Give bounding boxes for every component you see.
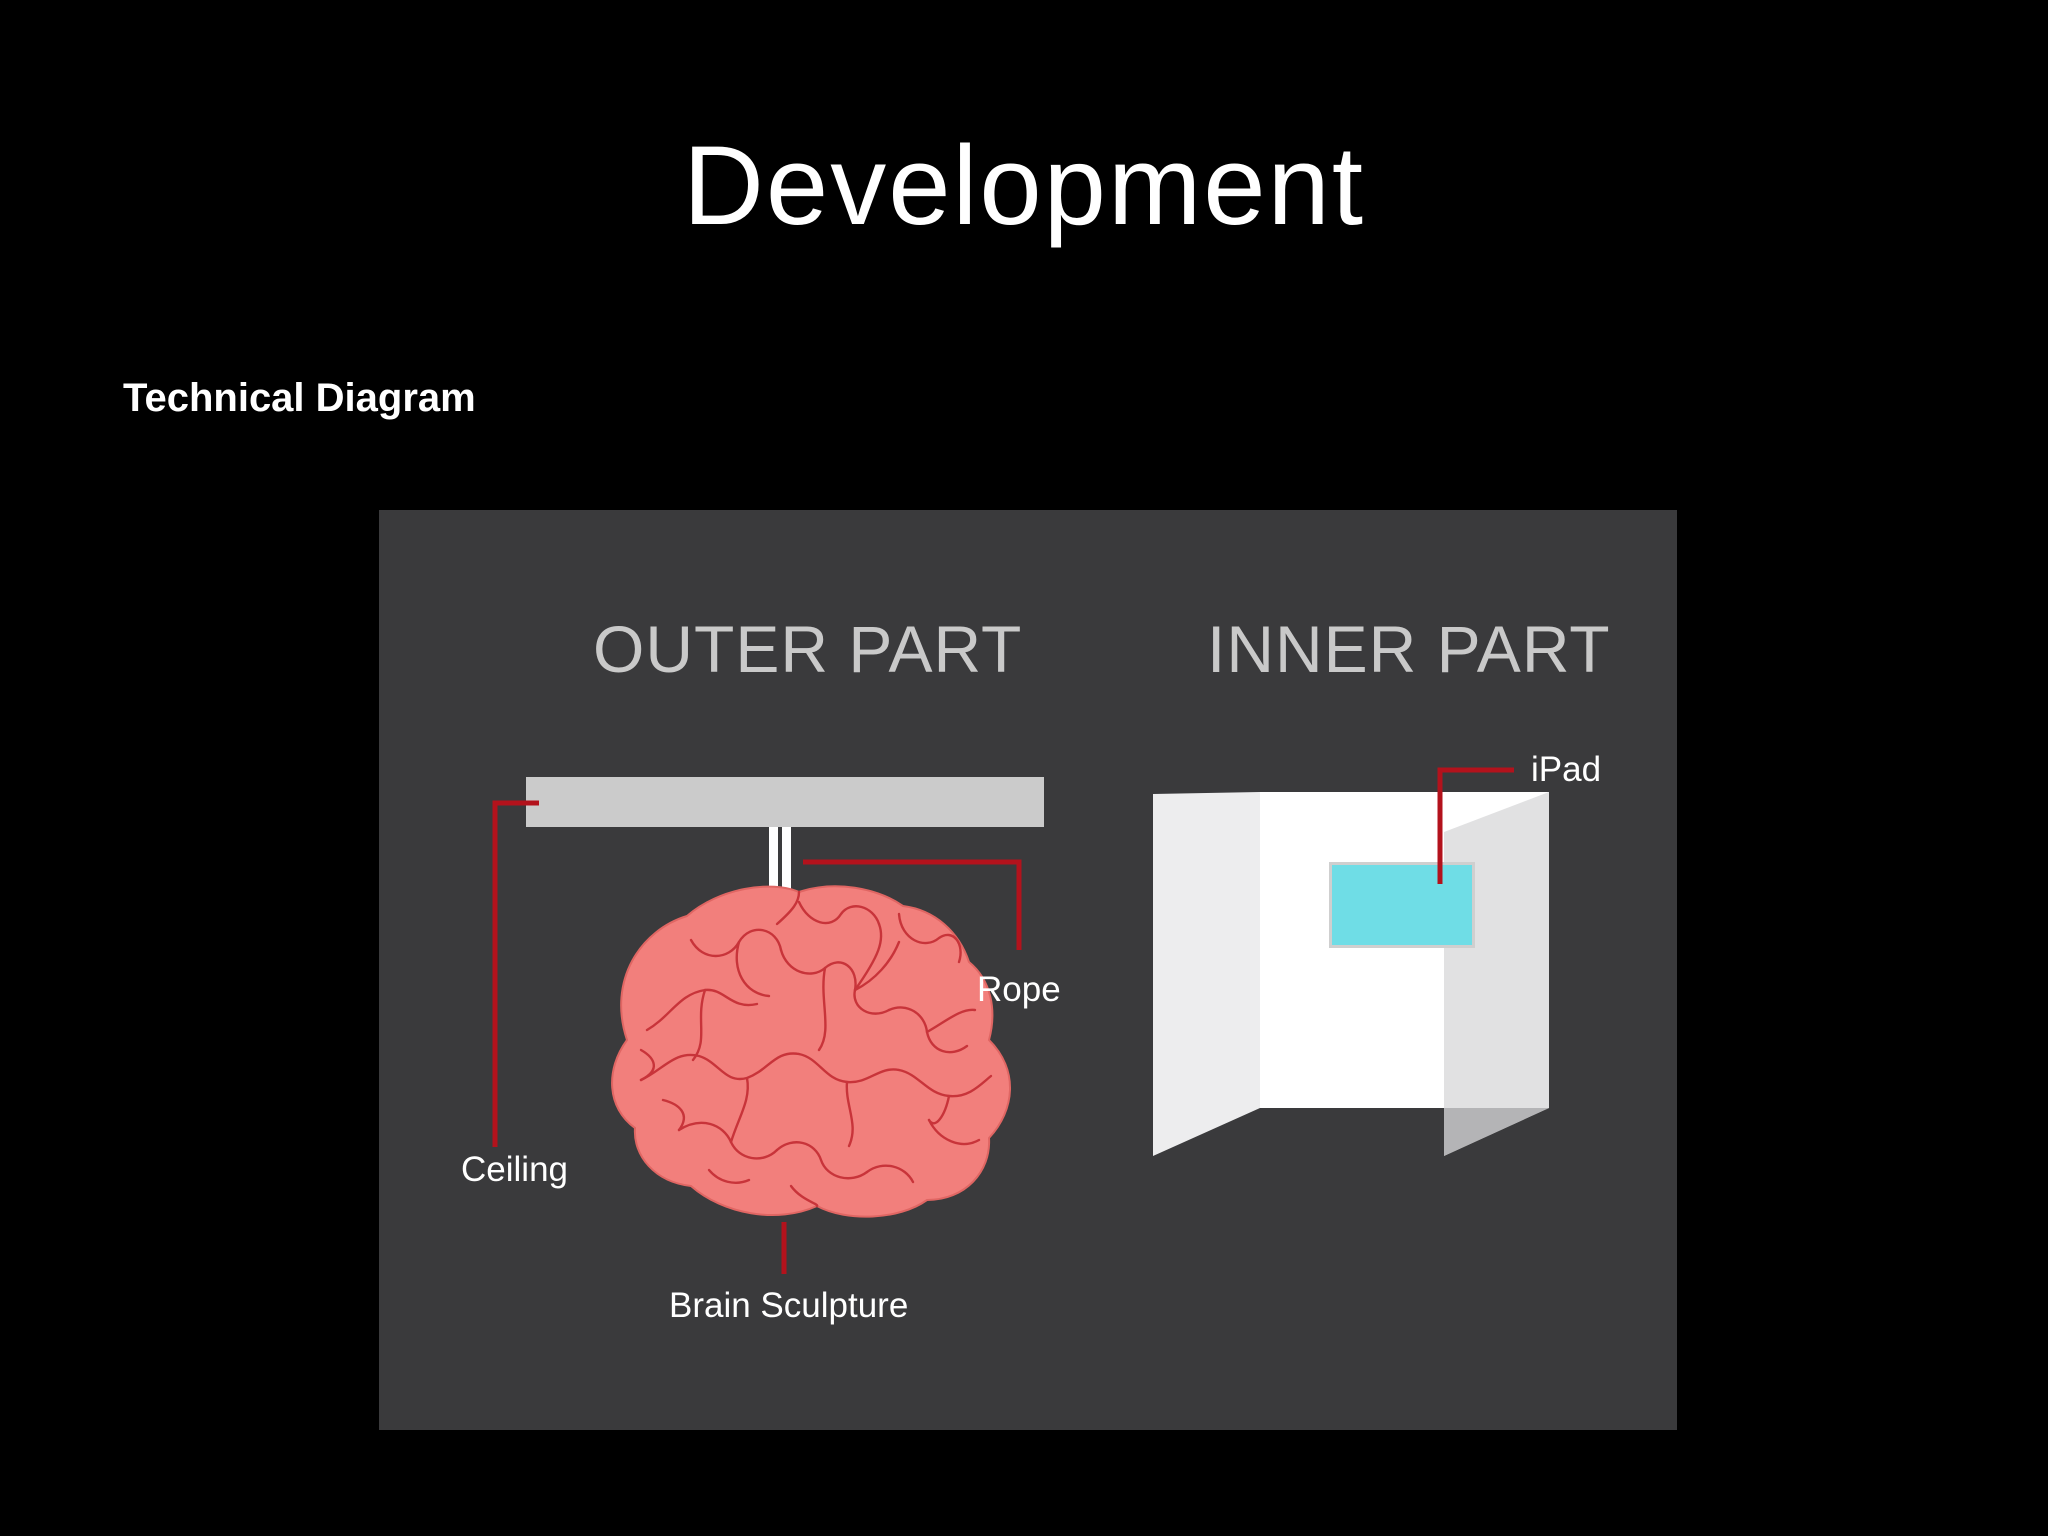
ceiling-label: Ceiling [461,1150,568,1189]
subheading: Technical Diagram [123,376,476,420]
ipad [1329,862,1475,948]
brain-sculpture-label: Brain Sculpture [669,1286,909,1325]
slide-title: Development [683,123,1365,248]
ipad-label: iPad [1531,750,1602,789]
inner-part-heading: INNER PART [1207,612,1611,686]
technical-diagram: OUTER PART INNER PART Ceiling Rope Brain… [379,510,1677,1430]
ceiling-bar [526,777,1044,827]
booth-structure [1153,792,1549,1156]
rope-callout-line [803,859,1022,950]
callout-lines-outer [492,800,1022,1274]
brain-sculpture [611,885,1011,1218]
ipad-callout-line [1437,767,1514,884]
rope-label: Rope [977,970,1061,1009]
ceiling-callout-line [492,800,539,1147]
outer-part-heading: OUTER PART [593,612,1023,686]
diagram-artwork [492,767,1549,1274]
